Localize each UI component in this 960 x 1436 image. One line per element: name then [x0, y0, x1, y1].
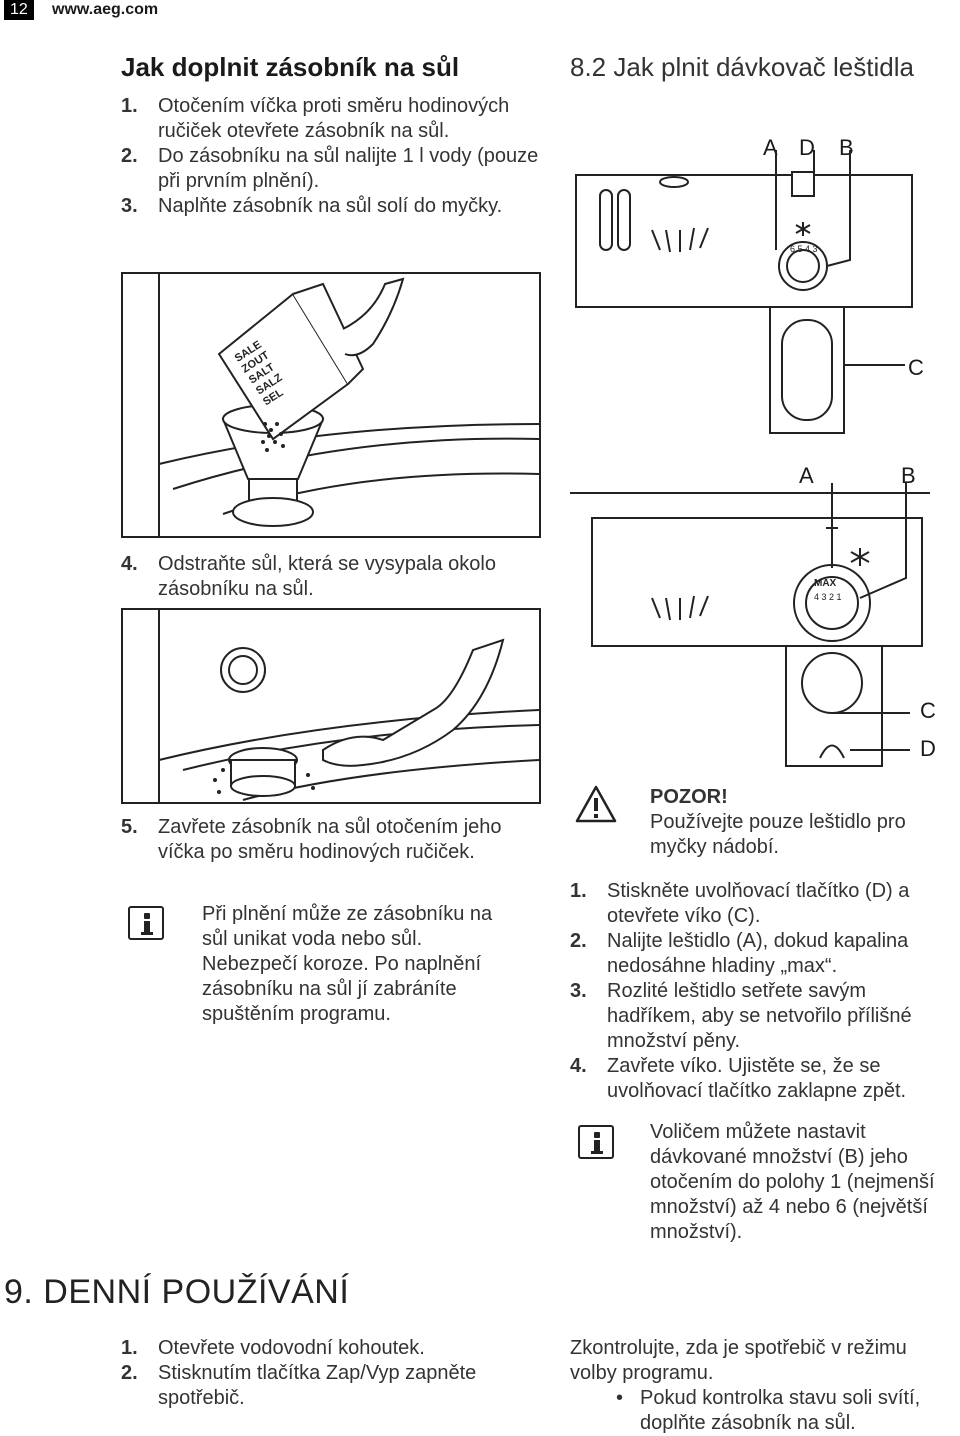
step-number: 4. [570, 1055, 587, 1077]
step-number: 2. [570, 930, 587, 952]
rinse-step-3: 3. Rozlité leštidlo setřete savým hadříke… [570, 979, 950, 1054]
step-text: Naplňte zásobník na sůl solí do myčky. [158, 195, 503, 217]
page-header: 12 www.aeg.com [0, 0, 960, 22]
step-text: Stisknutím tlačítka Zap/Vyp zapněte spot… [158, 1362, 477, 1409]
salt-steps-list-2: 4. Odstraňte sůl, která se vysypala okolo… [121, 552, 541, 602]
label-c: C [920, 698, 936, 723]
label-d: D [799, 135, 815, 160]
step-number: 5. [121, 816, 138, 838]
step-text: Stiskněte uvolňovací tlačítko (D) a otev… [607, 880, 910, 927]
pour-salt-illustration: SALE ZOUT SALT SALZ SEL [158, 274, 539, 536]
daily-step-2: 2. Stisknutím tlačítka Zap/Vyp zapněte sp… [121, 1361, 541, 1411]
salt-section-title: Jak doplnit zásobník na sůl [121, 52, 460, 82]
dispenser-2-illustration: MAX 4 3 2 1 [570, 483, 930, 767]
daily-bullet-1: Pokud kontrolka stavu soli svítí, doplňt… [604, 1386, 960, 1436]
rinse-info-text: Voličem můžete nastavit dávkované množst… [650, 1121, 935, 1243]
rinse-step-2: 2. Nalijte leštidlo (A), dokud kapalina n… [570, 929, 950, 979]
step-text: Do zásobníku na sůl nalijte 1 l vody (po… [158, 145, 539, 192]
salt-steps-list-3: 5. Zavřete zásobník na sůl otočením jeho … [121, 815, 541, 865]
label-a: A [799, 463, 814, 488]
rinse-section-title: 8.2 Jak plnit dávkovač leštidla [570, 52, 914, 82]
page-number: 12 [4, 0, 34, 20]
warning-text: Používejte pouze leštidlo pro myčky nádo… [650, 811, 906, 858]
label-a: A [763, 135, 778, 160]
salt-step-5: 5. Zavřete zásobník na sůl otočením jeho … [121, 815, 541, 865]
daily-use-title: 9. DENNÍ POUŽÍVÁNÍ [4, 1273, 350, 1311]
step-number: 2. [121, 145, 138, 167]
warning-icon [575, 785, 617, 823]
step-number: 2. [121, 1362, 138, 1384]
dispenser-1-illustration: 6 5 4 3 [575, 150, 913, 434]
salt-step-1: 1. Otočením víčka proti směru hodinových … [121, 94, 541, 144]
dial-numbers-2: 4 3 2 1 [814, 592, 842, 602]
step-text: Zavřete víko. Ujistěte se, že se uvolňov… [607, 1055, 907, 1102]
warning-title: POZOR! [650, 786, 728, 808]
step-text: Zavřete zásobník na sůl otočením jeho ví… [158, 816, 502, 863]
dial-numbers-1: 6 5 4 3 [790, 244, 818, 254]
daily-steps-list: 1. Otevřete vodovodní kohoutek. 2. Stisknu… [121, 1336, 541, 1411]
info-icon [578, 1125, 614, 1159]
salt-step-4: 4. Odstraňte sůl, která se vysypala okolo… [121, 552, 541, 602]
figure-dispenser-1: A D B C 6 5 4 3 [570, 130, 930, 440]
figure-wipe-salt [121, 608, 541, 804]
step-text: Otočením víčka proti směru hodinových ru… [158, 95, 510, 142]
step-number: 1. [570, 880, 587, 902]
salt-step-3: 3. Naplňte zásobník na sůl solí do myčky. [121, 194, 541, 219]
info-icon [128, 906, 164, 940]
salt-step-2: 2. Do zásobníku na sůl nalijte 1 l vody (… [121, 144, 541, 194]
step-number: 1. [121, 95, 138, 117]
site-url[interactable]: www.aeg.com [52, 1, 159, 18]
wipe-salt-illustration [158, 610, 539, 802]
step-number: 3. [570, 980, 587, 1002]
rinse-step-1: 1. Stiskněte uvolňovací tlačítko (D) a ot… [570, 879, 950, 929]
dial-max: MAX [814, 578, 837, 589]
step-text: Otevřete vodovodní kohoutek. [158, 1337, 425, 1359]
step-number: 3. [121, 195, 138, 217]
label-c: C [908, 355, 924, 380]
salt-info-text: Při plnění může ze zásobníku na sůl unik… [202, 903, 493, 1025]
step-text: Nalijte leštidlo (A), dokud kapalina ned… [607, 930, 909, 977]
daily-check-text: Zkontrolujte, zda je spotřebič v režimu … [570, 1337, 907, 1384]
step-text: Odstraňte sůl, která se vysypala okolo z… [158, 553, 496, 600]
step-text: Rozlité leštidlo setřete savým hadříkem,… [607, 980, 912, 1052]
figure-pour-salt: SALE ZOUT SALT SALZ SEL [121, 272, 541, 538]
figure-dispenser-2: A B C D MAX 4 3 2 1 [570, 458, 936, 788]
label-b: B [901, 463, 916, 488]
salt-steps-list: 1. Otočením víčka proti směru hodinových … [121, 94, 541, 219]
rinse-steps-list: 1. Stiskněte uvolňovací tlačítko (D) a ot… [570, 879, 950, 1104]
rinse-step-4: 4. Zavřete víko. Ujistěte se, že se uvolň… [570, 1054, 950, 1104]
step-number: 1. [121, 1337, 138, 1359]
daily-step-1: 1. Otevřete vodovodní kohoutek. [121, 1336, 541, 1361]
label-d: D [920, 736, 936, 761]
step-number: 4. [121, 553, 138, 575]
